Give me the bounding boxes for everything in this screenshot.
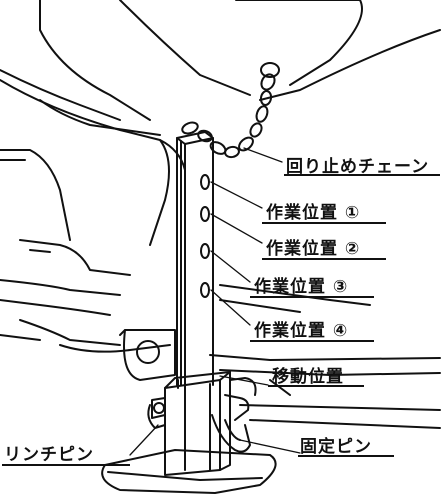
fixing-pin-leader-line — [240, 440, 300, 453]
label-lynch-pin: リンチピン — [4, 445, 94, 465]
jack-tube — [177, 132, 213, 385]
underline-position-1 — [262, 222, 386, 224]
lower-sleeve — [165, 372, 230, 475]
transport-leader-line — [220, 376, 268, 385]
chain — [181, 63, 279, 158]
leader-lines — [130, 148, 300, 455]
lynch-pin-leader-line — [130, 425, 158, 455]
underline-chain — [284, 174, 440, 176]
label-working-position-3: 作業位置 ③ — [254, 277, 349, 297]
position-4-leader-line — [211, 290, 250, 325]
label-rotation-stop-chain: 回り止めチェーン — [286, 157, 430, 177]
lynch-pin-detail — [148, 398, 165, 428]
label-working-position-2: 作業位置 ② — [266, 239, 361, 259]
underline-position-3 — [250, 296, 374, 298]
underline-transport — [268, 385, 364, 387]
machine-body — [0, 0, 440, 352]
underline-fixing-pin — [298, 455, 394, 457]
hitch-bracket — [120, 330, 175, 380]
underline-position-2 — [262, 258, 386, 260]
position-2-leader-line — [211, 214, 262, 243]
label-transport-position: 移動位置 — [272, 367, 344, 387]
position-3-leader-line — [211, 251, 250, 282]
fixing-pin-detail — [212, 378, 256, 452]
label-working-position-1: 作業位置 ① — [266, 203, 361, 223]
adjustment-holes — [201, 175, 209, 297]
chain-leader-line — [244, 148, 282, 162]
underline-position-4 — [250, 340, 374, 342]
label-fixing-pin: 固定ピン — [300, 437, 372, 457]
underline-lynch-pin — [2, 464, 130, 466]
frame-rails — [210, 285, 440, 428]
position-1-leader-line — [211, 182, 262, 208]
label-working-position-4: 作業位置 ④ — [254, 321, 349, 341]
foot-plate — [102, 450, 275, 493]
